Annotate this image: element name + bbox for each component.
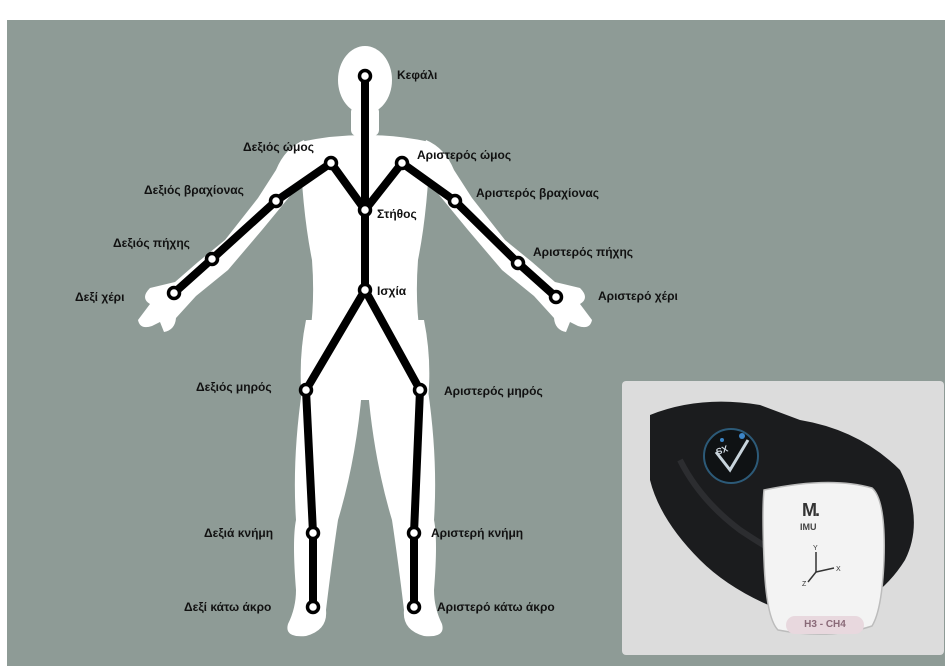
joint-left-forearm <box>513 258 524 269</box>
joint-right-arm <box>271 196 282 207</box>
label-right-hand: Δεξί χέρι <box>75 290 124 304</box>
joint-left-arm <box>450 196 461 207</box>
joint-left-thigh <box>415 385 426 396</box>
label-right-shin: Δεξιά κνήμη <box>204 526 273 540</box>
label-head: Κεφάλι <box>397 68 437 82</box>
joint-left-hand <box>551 292 562 303</box>
label-right-forearm: Δεξιός πήχης <box>113 236 190 250</box>
svg-text:X: X <box>836 566 841 573</box>
joint-right-shoulder <box>326 158 337 169</box>
joint-right-thigh <box>301 385 312 396</box>
label-left-forearm: Αριστερός πήχης <box>533 245 633 259</box>
joint-chest <box>360 205 371 216</box>
joint-left-foot <box>409 602 420 613</box>
label-right-arm: Δεξιός βραχίονας <box>144 183 244 197</box>
label-left-shoulder: Αριστερός ώμος <box>417 148 511 162</box>
label-hips: Ισχία <box>377 284 406 298</box>
label-left-foot: Αριστερό κάτω άκρο <box>437 600 555 614</box>
label-right-shoulder: Δεξιός ώμος <box>243 140 314 154</box>
joint-right-hand <box>169 288 180 299</box>
joint-right-forearm <box>207 254 218 265</box>
sensor-badge: H3 - CH4 <box>786 616 864 634</box>
joint-right-shin <box>308 528 319 539</box>
label-left-thigh: Αριστερός μηρός <box>444 384 543 398</box>
label-chest: Στήθος <box>377 207 417 221</box>
strap-logo-icon <box>704 429 758 483</box>
label-left-arm: Αριστερός βραχίονας <box>476 186 599 200</box>
label-right-thigh: Δεξιός μηρός <box>196 380 272 394</box>
joint-left-shoulder <box>397 158 408 169</box>
sensor-module <box>763 482 884 634</box>
imu-label: IMU <box>800 522 817 532</box>
joint-head <box>360 71 371 82</box>
label-right-foot: Δεξί κάτω άκρο <box>184 600 271 614</box>
top-strip <box>240 0 946 8</box>
label-left-shin: Αριστερή κνήμη <box>431 526 523 540</box>
joint-left-shin <box>409 528 420 539</box>
joint-hips <box>360 285 371 296</box>
svg-text:Y: Y <box>813 545 818 552</box>
label-left-hand: Αριστερό χέρι <box>598 289 678 303</box>
joint-right-foot <box>308 602 319 613</box>
svg-text:Z: Z <box>802 581 807 588</box>
brand-mark: M. <box>802 500 818 521</box>
sensor-photo: Y X Z <box>622 381 944 655</box>
